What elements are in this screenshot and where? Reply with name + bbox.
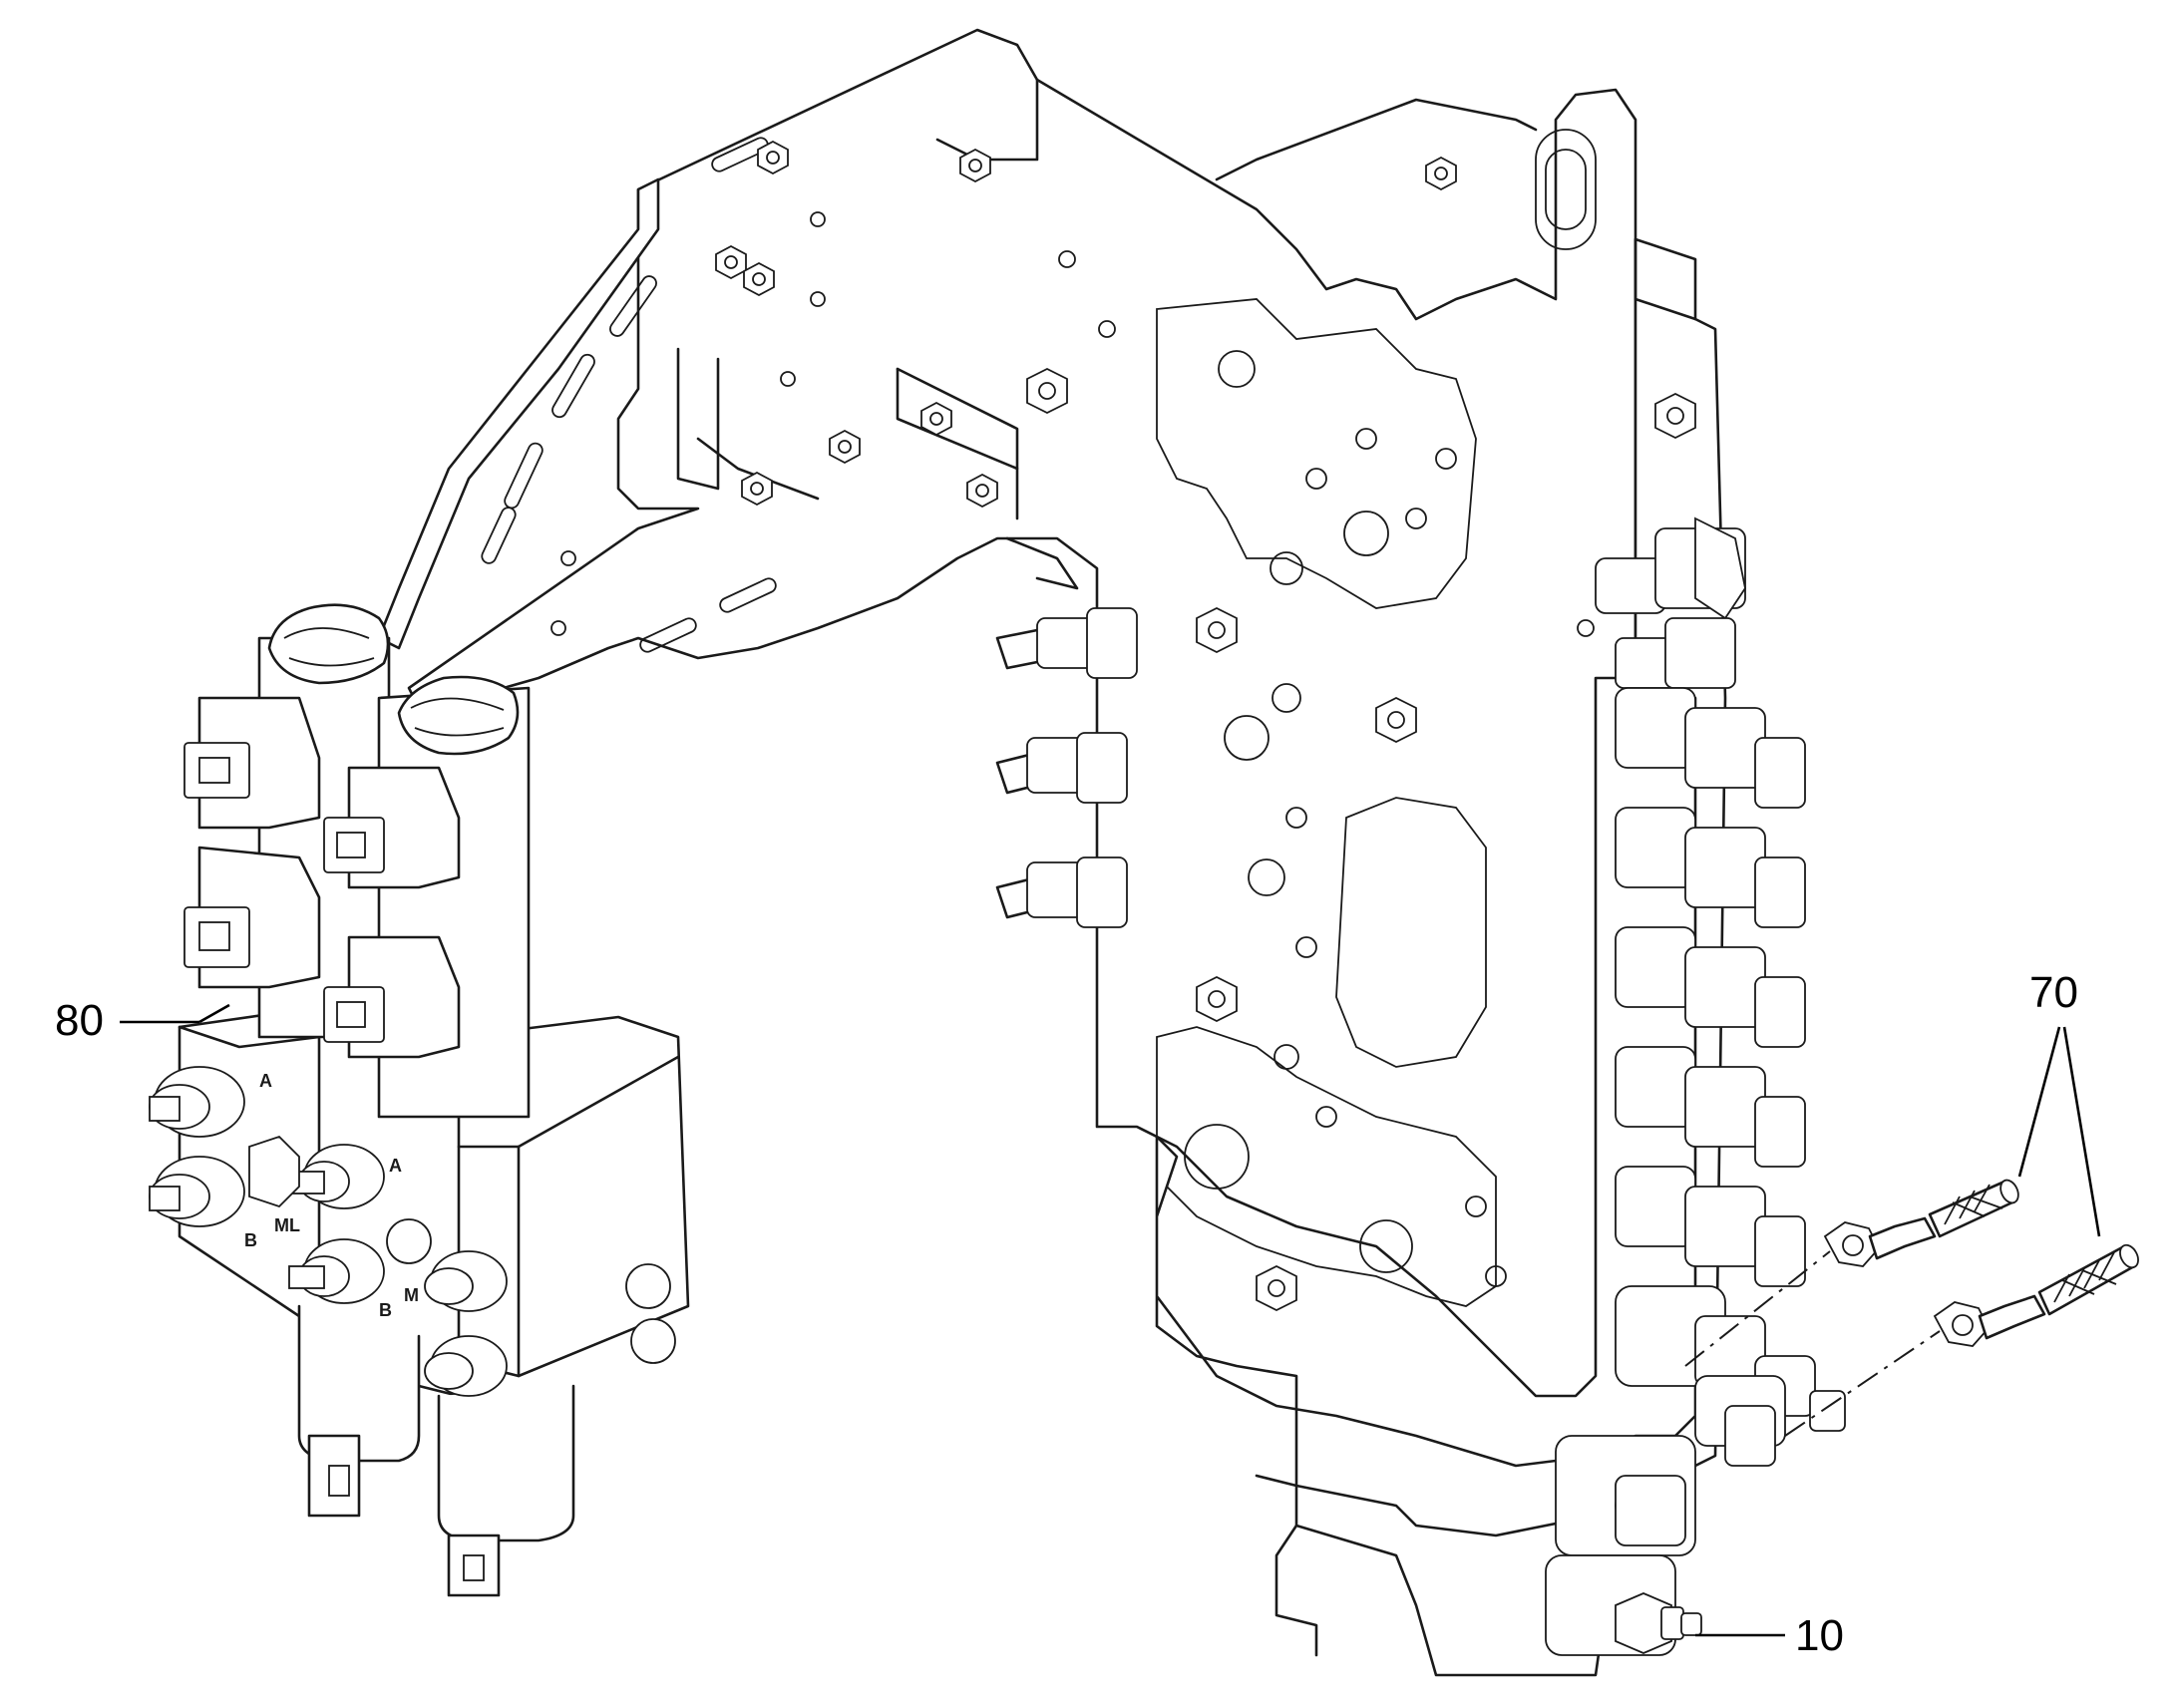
hex-nut: [959, 148, 991, 183]
hex-nut: [829, 429, 861, 465]
hex-nut: [757, 140, 789, 175]
part-80-solenoid-valve-block: A B ML A B M: [149, 603, 690, 1597]
left-spool-fittings: [995, 536, 1138, 928]
port-plug: [1615, 1475, 1686, 1546]
hex-nut: [966, 473, 998, 509]
spool-cap: [1615, 617, 1736, 689]
part-10-fitting: [1615, 1592, 1702, 1654]
spool-cap: [1615, 687, 1806, 809]
port-label-m: M: [404, 1285, 419, 1305]
spool-fitting: [995, 607, 1138, 679]
relief-valve: [1694, 1375, 1786, 1467]
port-fitting: [149, 1156, 245, 1227]
hex-nut: [920, 401, 952, 437]
callout-label: 80: [55, 996, 104, 1045]
port-label-b: B: [379, 1300, 392, 1320]
spool-cap: [1615, 1046, 1806, 1168]
spool-cap: [1615, 926, 1806, 1048]
spool-cap: [1615, 1166, 1806, 1287]
hex-nut: [1654, 392, 1696, 440]
port-fitting: [288, 1144, 385, 1209]
hex-nut: [741, 471, 773, 507]
port-plug: [386, 1218, 432, 1264]
spool-fitting: [995, 856, 1128, 928]
port-fitting: [424, 1335, 508, 1397]
frame-bolts: [715, 140, 1696, 1312]
leader-line: [2017, 1026, 2061, 1178]
callout-label: 10: [1795, 1611, 1844, 1660]
spool-fitting: [995, 732, 1128, 804]
solenoid-knob: [267, 603, 390, 685]
solenoid-connector: [183, 696, 321, 830]
leader-line: [198, 1003, 230, 1024]
port-fitting: [288, 1238, 385, 1304]
relief-valve: [1615, 1285, 1846, 1432]
hex-nut: [1256, 1264, 1297, 1312]
hex-nut: [1196, 975, 1238, 1023]
part-70-hose-lower: [1933, 1243, 2139, 1347]
callout-80: 80: [55, 996, 230, 1045]
port-label-ml: ML: [274, 1215, 300, 1235]
part-70-hose-upper: [1823, 1179, 2019, 1267]
hex-nut: [715, 244, 747, 280]
port-plug: [625, 1263, 676, 1364]
callout-10: 10: [1695, 1611, 1844, 1660]
solenoid-knob: [397, 675, 520, 756]
hex-nut: [1425, 156, 1457, 191]
mounting-bracket: [377, 28, 1637, 1398]
port-label-a: A: [259, 1071, 272, 1091]
callout-label: 70: [2029, 968, 2078, 1017]
hex-nut: [1375, 696, 1417, 744]
port-fitting: [424, 1250, 508, 1312]
right-spool-caps: [1545, 516, 1846, 1656]
port-fitting: [149, 1066, 245, 1138]
hose-centerlines: [1684, 1250, 1941, 1437]
solenoid-connector: [183, 846, 321, 989]
solenoid-connector: [323, 766, 461, 889]
port-plug: [248, 1135, 300, 1208]
callout-70: 70: [2017, 968, 2101, 1237]
solenoid-connector: [323, 935, 461, 1059]
hex-nut: [1196, 606, 1238, 654]
port-label-a: A: [389, 1156, 402, 1176]
spool-cap: [1615, 807, 1806, 928]
hex-nut: [1026, 367, 1068, 415]
spool-cap: [1595, 516, 1746, 620]
leader-line: [2062, 1026, 2101, 1237]
hex-nut: [743, 261, 775, 297]
port-label-b: B: [244, 1230, 257, 1250]
